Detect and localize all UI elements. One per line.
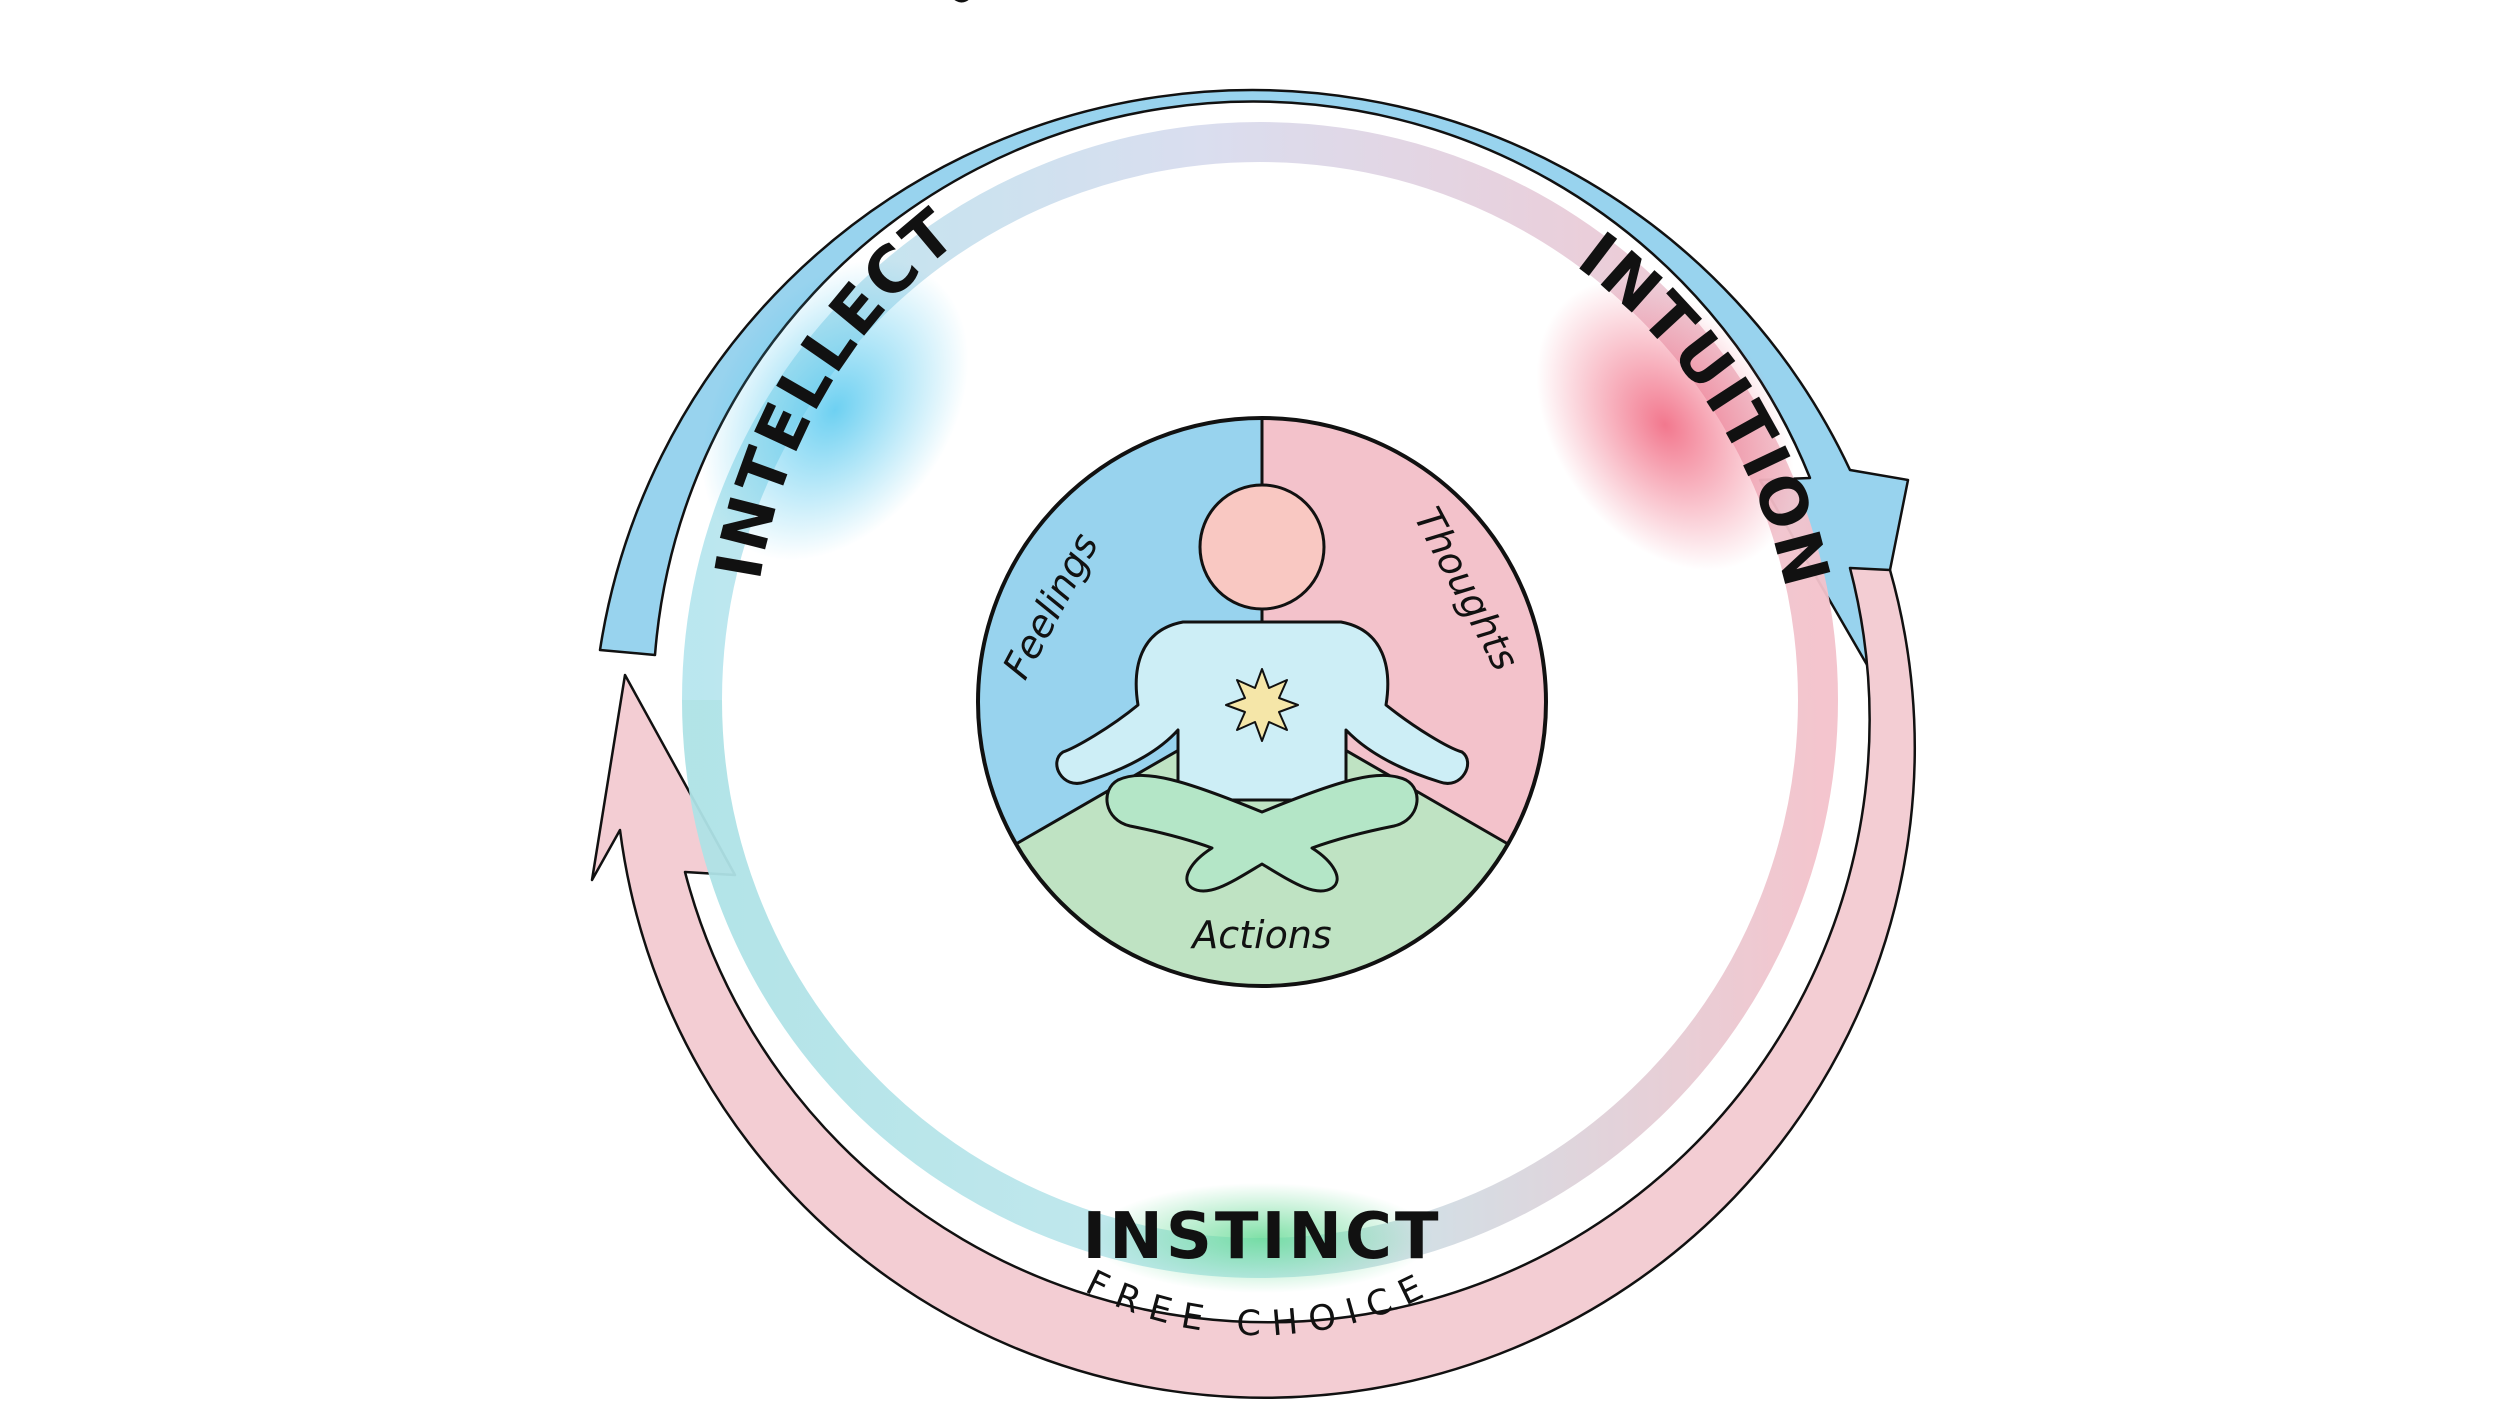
star-icon <box>1225 668 1299 742</box>
instinct-label: INSTINCT <box>1082 1200 1441 1274</box>
actions-label: Actions <box>1189 913 1331 957</box>
meditating-figure-icon <box>1055 483 1469 893</box>
conscious-awareness-label: CONSCIOUS AWARENESS <box>938 0 1578 15</box>
arrowhead-icon <box>590 566 1916 1399</box>
